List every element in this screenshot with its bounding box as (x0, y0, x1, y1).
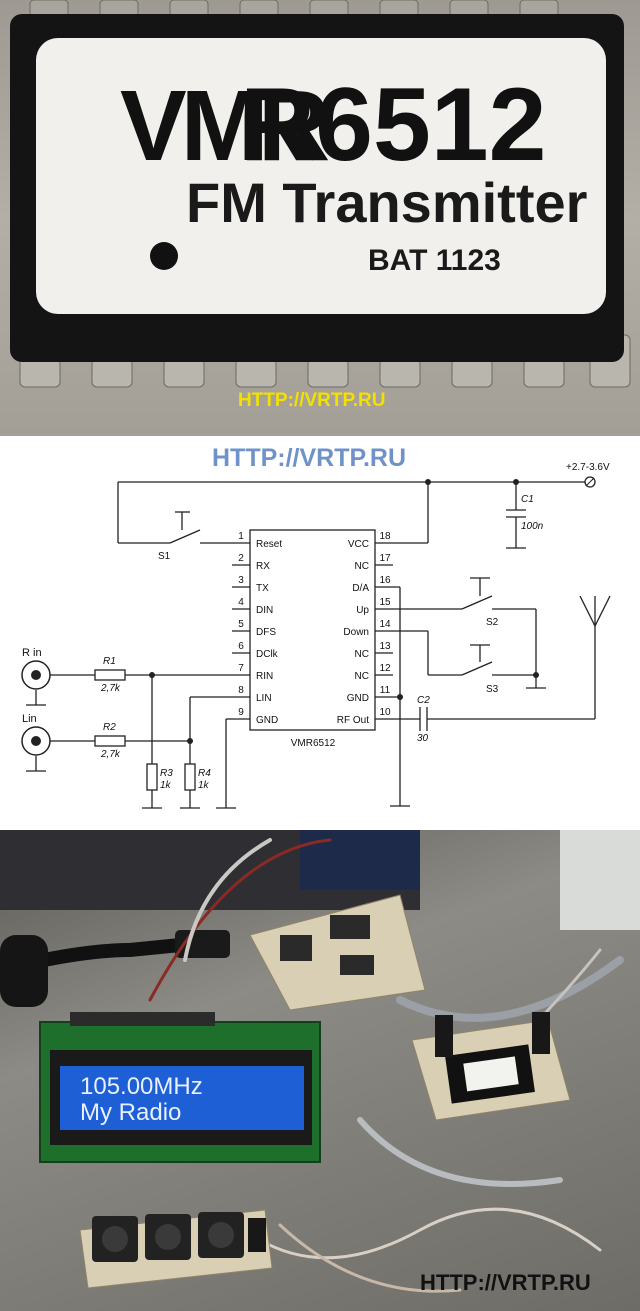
s1-label: S1 (158, 551, 171, 562)
lin-label: Lin (22, 713, 37, 725)
schematic-junctions (149, 479, 539, 744)
pin-name: RF Out (337, 715, 369, 726)
left-pin-labels: 1 Reset 2 RX 3 TX 4 DIN 5 DFS 6 DClk 7 R… (238, 531, 282, 726)
pin-name: Down (343, 627, 369, 638)
component-labels: VMR6512 +2.7-3.6V C1 100n C2 30 R1 2,7k … (22, 462, 610, 791)
receiver-pcb (249, 894, 426, 1011)
pin-name: Reset (256, 539, 282, 550)
chip-illustration: VMR R6512 FM Transmitter BAT 1123 HTTP:/… (10, 0, 631, 411)
pin-name: TX (256, 583, 269, 594)
r1-name: R1 (103, 656, 116, 667)
pin-num: 1 (238, 531, 244, 542)
transmitter-board (411, 1012, 571, 1121)
r3-name: R3 (160, 768, 173, 779)
pin-num: 2 (238, 553, 244, 564)
pin-name: LIN (256, 693, 272, 704)
pin1-dot (150, 242, 178, 270)
r3-value: 1k (160, 780, 172, 791)
lcd-module (39, 1012, 321, 1163)
chip-model-text: R6512 (240, 67, 546, 183)
r4-name: R4 (198, 768, 211, 779)
prototype-illustration: 105.00MHz My Radio HTTP://VRTP.RU (0, 830, 640, 1295)
r4-value: 1k (198, 780, 210, 791)
pin-name: GND (347, 693, 369, 704)
pin-num: 16 (379, 575, 391, 586)
pin-num: 3 (238, 575, 244, 586)
pin-name: DFS (256, 627, 276, 638)
button-board (79, 1209, 273, 1289)
pin-name: RX (256, 561, 270, 572)
r2-name: R2 (103, 722, 116, 733)
pin-name: GND (256, 715, 278, 726)
chip-logo-text: VMR (120, 70, 329, 182)
pin-num: 14 (379, 619, 391, 630)
chip-batch-text: BAT 1123 (368, 244, 501, 277)
pin-num: 5 (238, 619, 244, 630)
chip-name: VMR6512 (291, 738, 336, 749)
c1-name: C1 (521, 494, 534, 505)
pin-name: NC (355, 561, 369, 572)
laptop-screen-edge (300, 830, 420, 890)
chip-photo: VMR R6512 FM Transmitter BAT 1123 HTTP:/… (0, 0, 640, 436)
supply-terminal-slash (585, 477, 595, 487)
watermark-bottom: HTTP://VRTP.RU (420, 1270, 591, 1295)
pin-name: NC (355, 649, 369, 660)
pin-name: DIN (256, 605, 273, 616)
pin-name: RIN (256, 671, 273, 682)
device-box (560, 830, 640, 930)
chip-label (36, 38, 606, 314)
pin-num: 11 (380, 685, 391, 696)
pin-num: 18 (379, 531, 391, 542)
pin-num: 8 (238, 685, 244, 696)
schematic-svg: HTTP://VRTP.RU (21, 444, 611, 809)
ferrite-bead (0, 935, 48, 1007)
pin-name: VCC (348, 539, 369, 550)
r2-value: 2,7k (100, 749, 121, 760)
pin-num: 15 (379, 597, 391, 608)
pin-name: NC (355, 671, 369, 682)
c2-name: C2 (417, 695, 430, 706)
pin-num: 10 (379, 707, 391, 718)
schematic-diagram: HTTP://VRTP.RU (0, 436, 640, 830)
pin-num: 17 (379, 553, 391, 564)
c2-value: 30 (417, 733, 429, 744)
pin-num: 13 (379, 641, 391, 652)
r1-value: 2,7k (100, 683, 121, 694)
right-pin-labels: 18 VCC 17 NC 16 D/A 15 Up 14 Down 13 NC … (337, 531, 391, 726)
pin-name: DClk (256, 649, 279, 660)
pin-num: 9 (238, 707, 244, 718)
watermark-schematic: HTTP://VRTP.RU (212, 444, 406, 472)
prototype-photo: 105.00MHz My Radio HTTP://VRTP.RU (0, 830, 640, 1311)
s3-label: S3 (486, 684, 499, 695)
lcd-line-1: 105.00MHz (80, 1073, 203, 1100)
pin-num: 7 (238, 663, 244, 674)
pin-name: Up (356, 605, 369, 616)
pin-name: D/A (352, 583, 369, 594)
lcd-line-2: My Radio (80, 1099, 181, 1126)
chip-subtitle-text: FM Transmitter (186, 171, 587, 234)
watermark-top: HTTP://VRTP.RU (238, 390, 385, 411)
c1-value: 100n (521, 521, 544, 532)
pin-num: 12 (379, 663, 391, 674)
pin-num: 6 (238, 641, 244, 652)
pin-num: 4 (238, 597, 244, 608)
rin-label: R in (22, 647, 42, 659)
lcd-screen (60, 1066, 304, 1130)
audio-jack-l (21, 726, 51, 756)
s2-label: S2 (486, 617, 499, 628)
supply-label: +2.7-3.6V (566, 462, 610, 473)
audio-jack-r (21, 660, 51, 690)
